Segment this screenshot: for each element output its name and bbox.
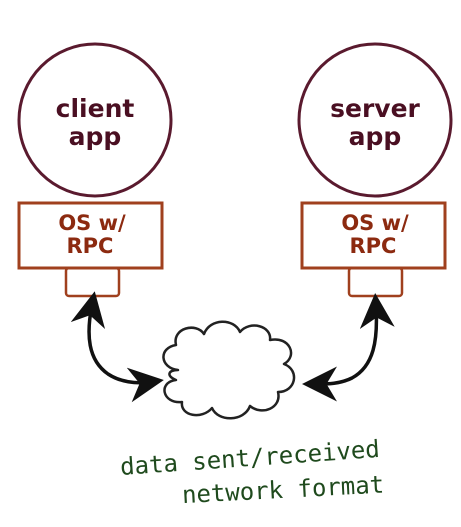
client-os-label-line2: RPC <box>67 234 114 258</box>
server-app-label-line1: server <box>330 94 420 123</box>
server-app-label-line2: app <box>349 122 402 151</box>
caption-line2: network format <box>181 471 384 510</box>
client-app-circle <box>17 42 173 198</box>
server-os-box: OS w/ RPC <box>300 201 447 298</box>
client-os-box: OS w/ RPC <box>17 201 164 298</box>
client-node: client app <box>17 42 173 198</box>
client-cloud-arrow <box>70 291 164 403</box>
client-app-label-line1: client <box>56 94 135 123</box>
server-os-label-line2: RPC <box>350 234 397 258</box>
server-network-port <box>347 266 404 298</box>
server-app-circle <box>297 42 453 198</box>
client-network-port <box>64 266 121 298</box>
server-os-label-line1: OS w/ <box>341 211 409 235</box>
server-node: server app <box>297 42 453 198</box>
client-os-label-line1: OS w/ <box>58 211 126 235</box>
client-app-label-line2: app <box>69 122 122 151</box>
network-cloud <box>162 320 296 420</box>
server-cloud-arrow <box>302 293 395 402</box>
